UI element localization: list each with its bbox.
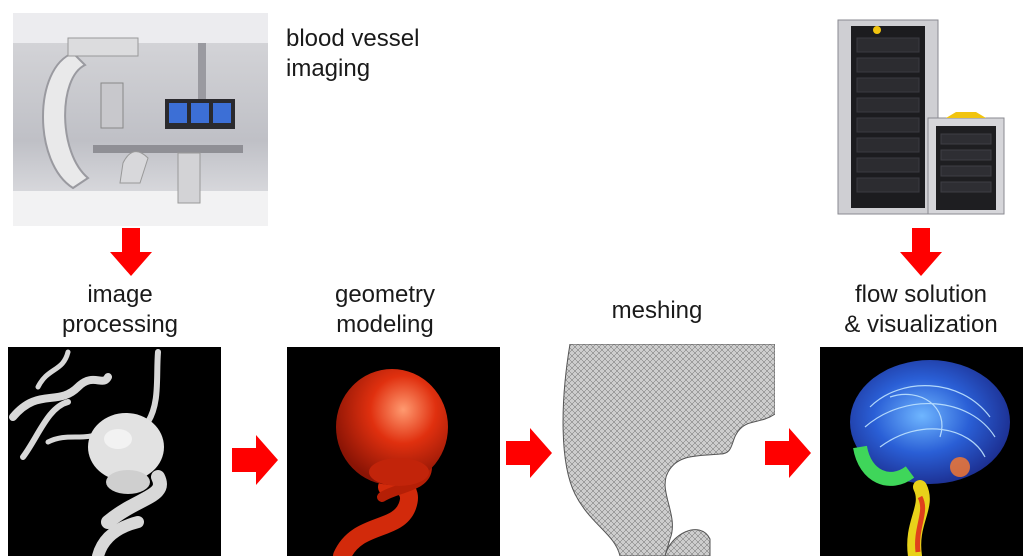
modeling-label-line2: modeling (300, 310, 470, 340)
right-arrow-icon (232, 435, 278, 485)
meshing-label-line1: meshing (572, 296, 742, 326)
processing-label-line2: processing (35, 310, 205, 340)
processing-label: image processing (35, 280, 205, 340)
processing-label-line1: image (35, 280, 205, 310)
modeling-label-line1: geometry (300, 280, 470, 310)
flow-label: flow solution & visualization (826, 280, 1016, 340)
meshing-panel (560, 344, 775, 556)
right-arrow-icon (506, 428, 552, 478)
geometry-modeling-panel (287, 347, 500, 556)
image-processing-panel (8, 347, 221, 556)
right-arrow-icon (765, 428, 811, 478)
angiography-scanner-image (13, 13, 268, 226)
meshing-label: meshing (572, 296, 742, 326)
supercomputer-image (833, 18, 1008, 218)
flow-label-line1: flow solution (826, 280, 1016, 310)
imaging-label: blood vessel imaging (286, 24, 419, 84)
flow-visualization-panel (820, 347, 1023, 556)
down-arrow-icon (110, 228, 152, 276)
down-arrow-icon (900, 228, 942, 276)
flow-label-line2: & visualization (826, 310, 1016, 340)
imaging-label-line2: imaging (286, 54, 419, 84)
imaging-label-line1: blood vessel (286, 24, 419, 54)
modeling-label: geometry modeling (300, 280, 470, 340)
